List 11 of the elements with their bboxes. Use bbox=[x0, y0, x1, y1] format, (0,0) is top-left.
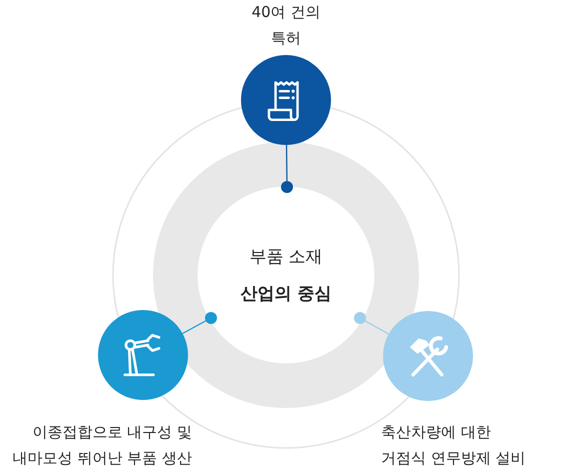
leader-line bbox=[364, 320, 390, 335]
connector-dot bbox=[205, 312, 217, 324]
node-caption: 40여 건의 특허 bbox=[250, 2, 322, 49]
leader-line bbox=[182, 320, 206, 334]
connector-dot bbox=[354, 312, 366, 324]
center-text: 부품 소재 bbox=[249, 246, 323, 268]
node-caption: 축산차량에 대한 거점식 연무방제 설비 bbox=[381, 422, 527, 466]
leader-line bbox=[286, 145, 288, 181]
node-caption: 이종접합으로 내구성 및 내마모성 뛰어난 부품 생산 bbox=[12, 422, 192, 466]
connector-dot bbox=[281, 181, 293, 193]
center-emphasis-text: 산업의 중심 bbox=[240, 282, 332, 304]
